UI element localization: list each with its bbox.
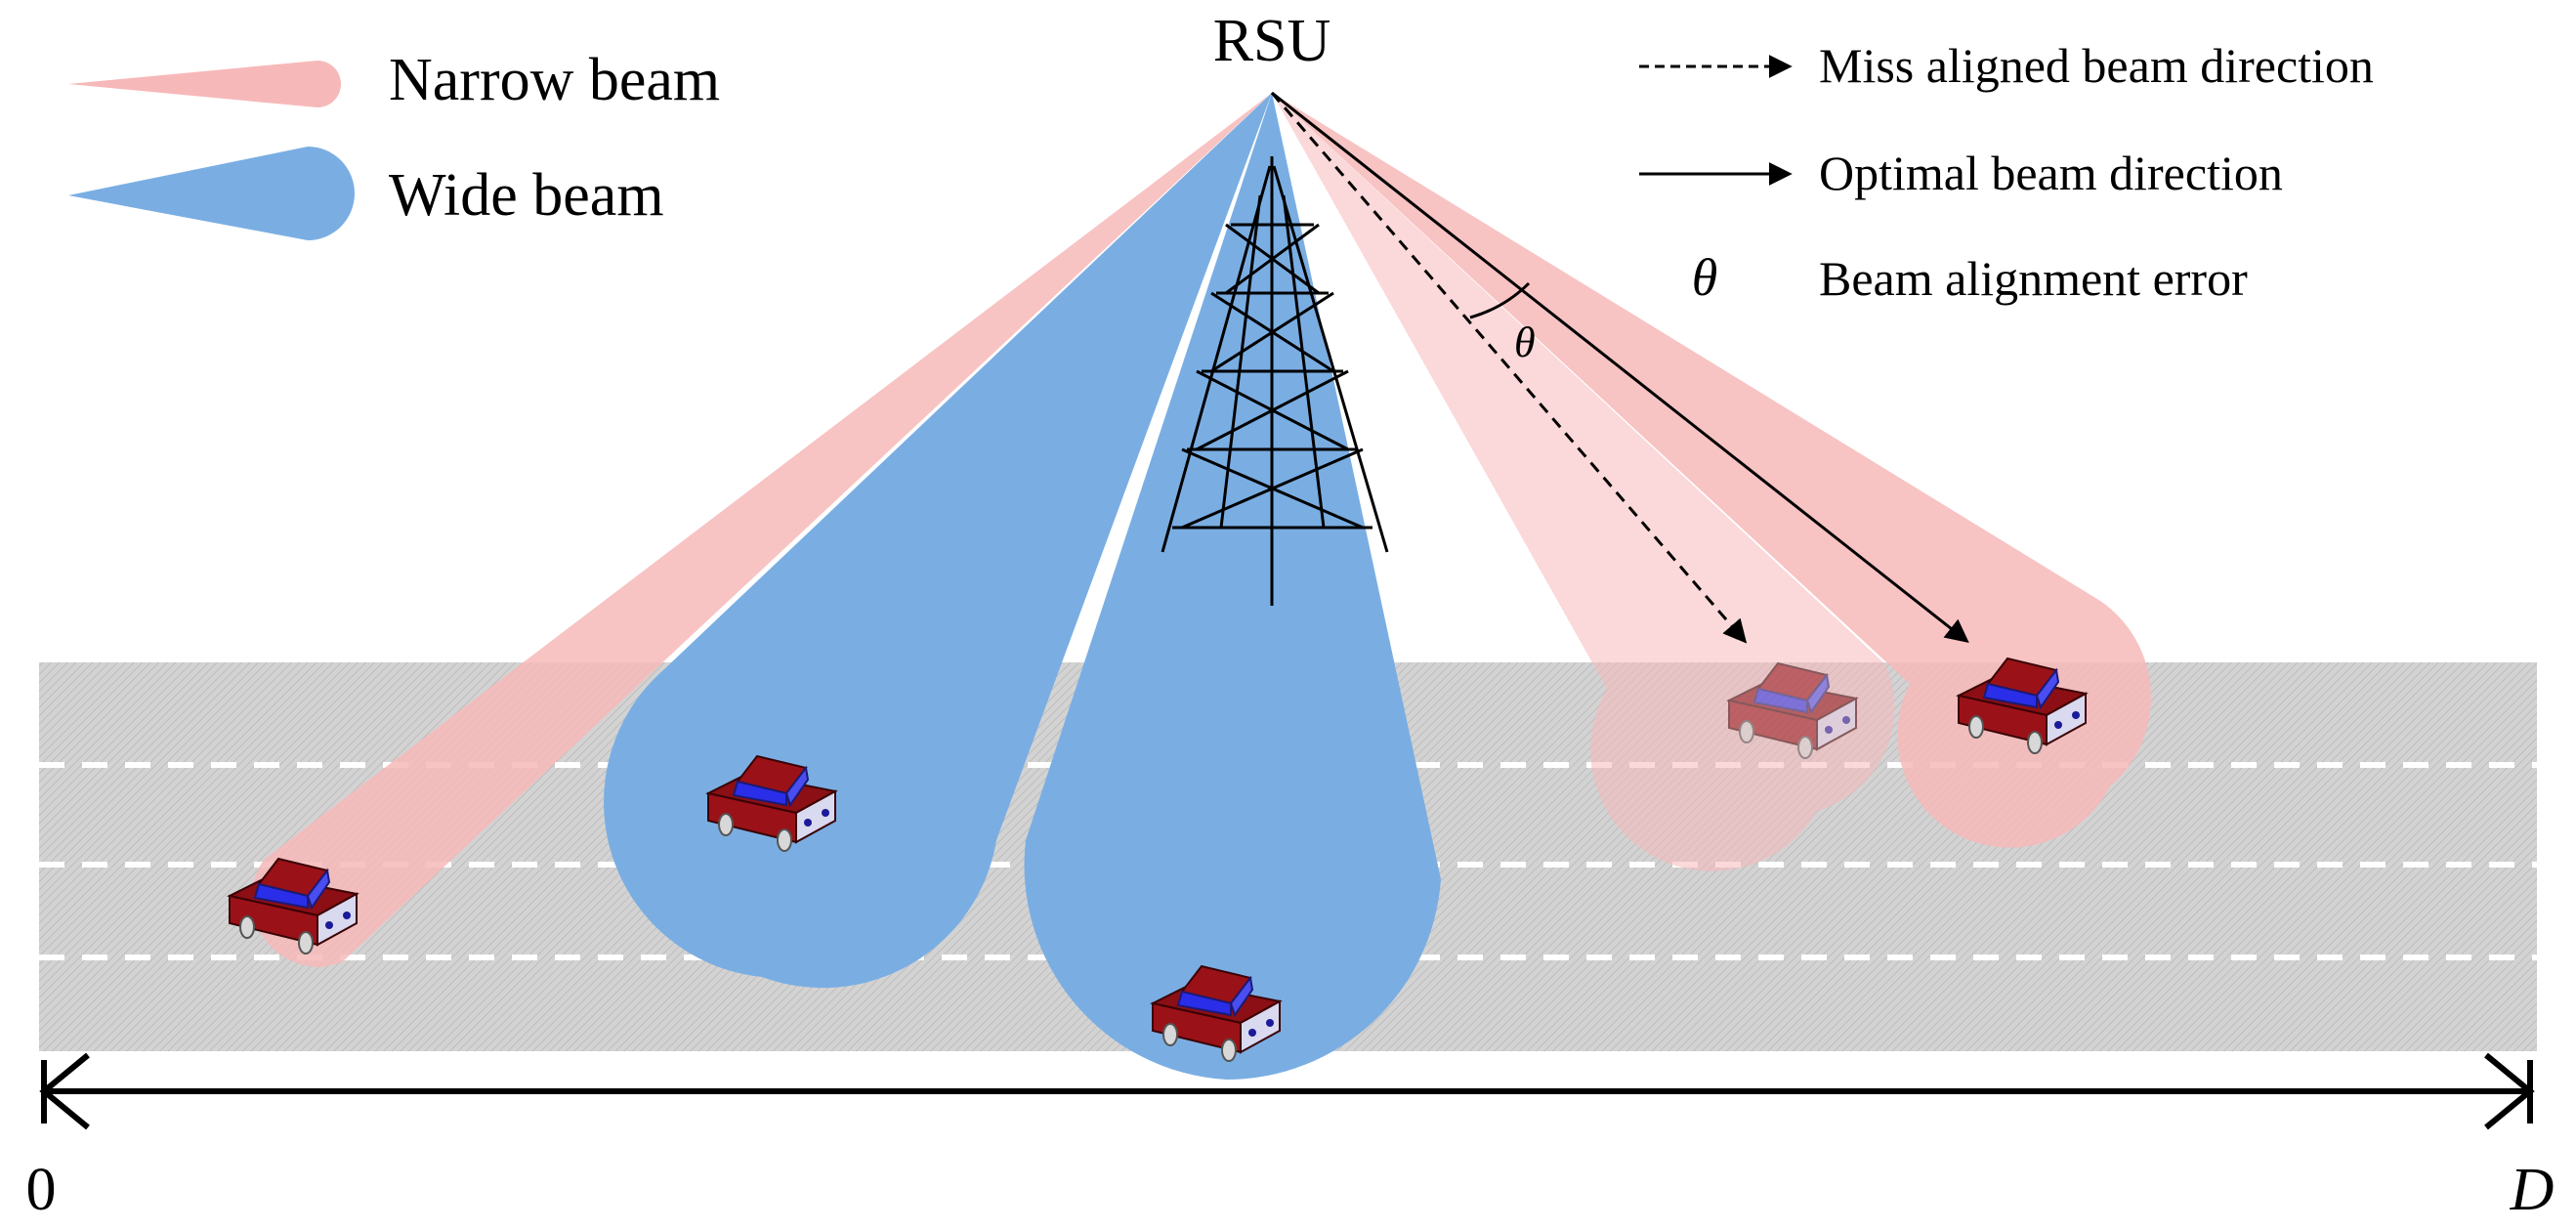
legend-optimal: Optimal beam direction xyxy=(1819,146,2283,200)
miss-aligned-arrow xyxy=(1270,92,1748,644)
angle-label: θ xyxy=(1514,318,1536,366)
optimal-arrow xyxy=(1271,91,1969,643)
narrow-beam-legend-icon xyxy=(68,61,341,107)
angle-arc xyxy=(1469,281,1531,319)
narrow-beam-optimal xyxy=(1272,93,2151,848)
narrow-beam-left xyxy=(251,93,1272,968)
rsu-tower-icon xyxy=(1161,156,1389,606)
wide-beam-center xyxy=(1024,93,1441,1081)
legend-directions: Miss aligned beam direction Optimal beam… xyxy=(1639,38,2374,307)
axis-end-label: D xyxy=(2510,1157,2555,1223)
narrow-beam-misaligned xyxy=(1272,93,1895,871)
rsu-label: RSU xyxy=(1213,8,1331,74)
legend-wide-beam: Wide beam xyxy=(389,162,664,229)
distance-axis xyxy=(39,1052,2535,1130)
legend-error: Beam alignment error xyxy=(1819,251,2248,306)
legend-narrow-beam: Narrow beam xyxy=(389,47,720,113)
legend-beams: Narrow beam Wide beam xyxy=(68,47,720,240)
legend-miss-aligned: Miss aligned beam direction xyxy=(1819,38,2374,93)
legend-theta-symbol: θ xyxy=(1692,248,1718,307)
wide-beam-legend-icon xyxy=(68,147,355,240)
axis-start-label: 0 xyxy=(26,1157,57,1223)
